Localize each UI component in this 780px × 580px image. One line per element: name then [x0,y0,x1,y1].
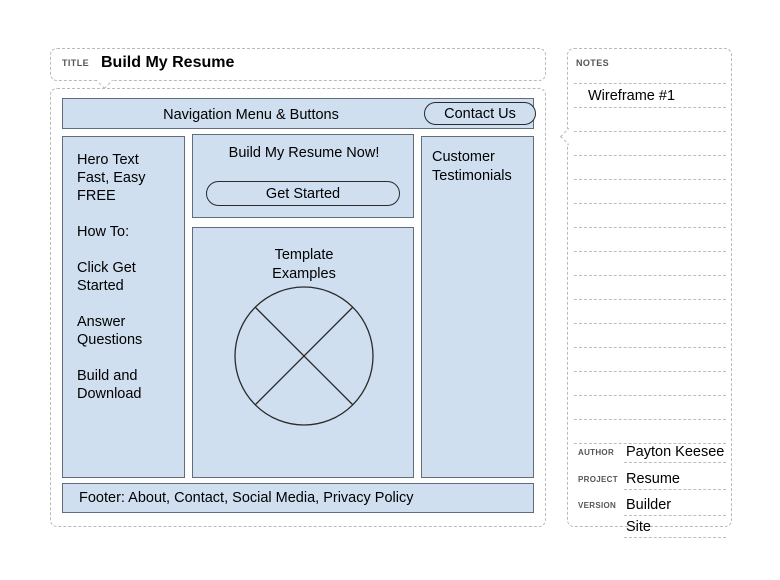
notes-rule-line [574,299,726,300]
hero-headline: Build My Resume Now! [228,145,380,161]
footer-bar: Footer: About, Contact, Social Media, Pr… [62,483,534,513]
notes-rule-line [574,131,726,132]
meta-value-project[interactable]: Resume [626,471,680,487]
notes-card-tail [555,122,569,150]
notes-rule-line [574,275,726,276]
page-title: Build My Resume [101,54,235,71]
notes-rule-line [574,203,726,204]
notes-card [567,48,732,527]
meta-value-author[interactable]: Payton Keesee [626,444,725,460]
notes-text[interactable]: Wireframe #1 [588,88,676,104]
footer-label: Footer: About, Contact, Social Media, Pr… [79,490,414,506]
meta-value-overflow-3[interactable]: Site [626,519,651,535]
notes-rule-line [574,155,726,156]
meta-rule-line [624,462,726,463]
notes-rule-line [574,371,726,372]
notes-rule-line [574,83,726,84]
meta-rule-line [624,515,726,516]
title-card-label: TITLE [62,58,89,68]
meta-label-version: VERSION [578,501,617,510]
notes-rule-line [574,107,726,108]
get-started-button[interactable]: Get Started [206,181,400,206]
circle-with-x-placeholder-icon [234,286,374,426]
notes-rule-line [574,179,726,180]
notes-rule-line [574,419,726,420]
notes-rule-line [574,251,726,252]
meta-value-version[interactable]: Builder [626,497,672,513]
meta-label-author: AUTHOR [578,448,615,457]
sidebar-item-how-to: How To: [77,224,130,240]
notes-card-label: NOTES [576,58,610,68]
meta-rule-line [624,537,726,538]
contact-us-button[interactable]: Contact Us [424,102,536,125]
notes-rule-line [574,443,726,444]
meta-label-project: PROJECT [578,475,618,484]
navigation-bar-label: Navigation Menu & Buttons [163,106,339,123]
notes-rule-line [574,395,726,396]
notes-rule-line [574,323,726,324]
notes-rule-line [574,347,726,348]
meta-rule-line [624,489,726,490]
title-card [50,48,546,81]
notes-rule-line [574,227,726,228]
